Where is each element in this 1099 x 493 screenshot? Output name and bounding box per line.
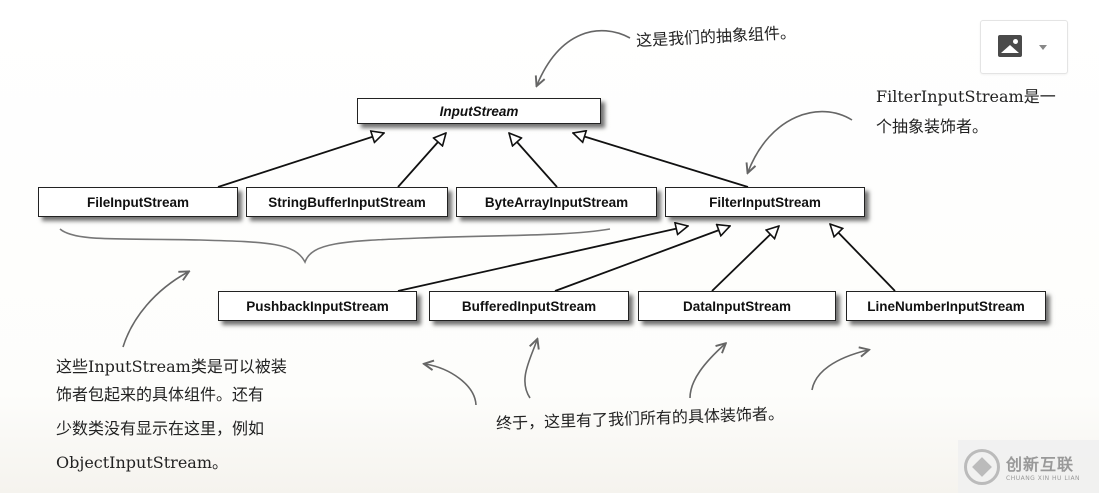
- watermark-subtitle: CHUANG XIN HU LIAN: [1006, 475, 1081, 482]
- class-fileinputstream: FileInputStream: [38, 187, 238, 217]
- watermark: 创新互联 CHUANG XIN HU LIAN: [958, 440, 1099, 493]
- edge-pushbackinputstream: [397, 226, 688, 292]
- note-concrete-components-line4: ObjectInputStream。: [56, 453, 229, 472]
- image-icon: [998, 35, 1022, 57]
- curved-arrow-icon: [811, 350, 868, 391]
- curved-arrow-icon: [748, 110, 853, 172]
- class-pushbackinputstream: PushbackInputStream: [218, 291, 417, 321]
- class-linenumberinputstream: LineNumberInputStream: [846, 291, 1046, 321]
- edge-linenumberinputstream: [830, 224, 896, 292]
- class-bufferedinputstream: BufferedInputStream: [429, 291, 629, 321]
- note-abstract-decorator-line1: FilterInputStream是一: [876, 87, 1056, 106]
- edge-filterinputstream: [573, 133, 749, 188]
- curved-arrow-icon: [425, 364, 477, 406]
- watermark-title: 创新互联: [1006, 455, 1075, 474]
- image-options-button[interactable]: [980, 20, 1068, 74]
- curved-arrow-icon: [689, 344, 725, 399]
- curved-arrow-icon: [537, 30, 631, 85]
- chevron-down-icon[interactable]: [1039, 45, 1047, 50]
- class-bytearrayinputstream: ByteArrayInputStream: [456, 187, 657, 217]
- note-concrete-components-line3: 少数类没有显示在这里，例如: [56, 419, 265, 438]
- note-concrete-components-line1: 这些InputStream类是可以被装: [56, 357, 287, 376]
- class-inputstream: InputStream: [357, 98, 601, 124]
- edge-fileinputstream: [217, 133, 384, 188]
- brace-icon: [59, 228, 611, 264]
- edge-datainputstream: [711, 226, 779, 292]
- watermark-logo-icon: [964, 448, 1000, 485]
- note-abstract-decorator-line2: 个抽象装饰者。: [876, 117, 989, 136]
- curved-arrow-icon: [122, 272, 188, 348]
- edge-stringbufferinputstream: [397, 133, 446, 188]
- edge-bytearrayinputstream: [509, 133, 558, 188]
- class-datainputstream: DataInputStream: [638, 291, 836, 321]
- curved-arrow-icon: [524, 340, 537, 399]
- note-concrete-components-line2: 饰者包起来的具体组件。还有: [56, 385, 265, 404]
- edge-bufferedinputstream: [554, 226, 730, 292]
- class-filterinputstream: FilterInputStream: [665, 187, 865, 217]
- class-stringbufferinputstream: StringBufferInputStream: [246, 187, 448, 217]
